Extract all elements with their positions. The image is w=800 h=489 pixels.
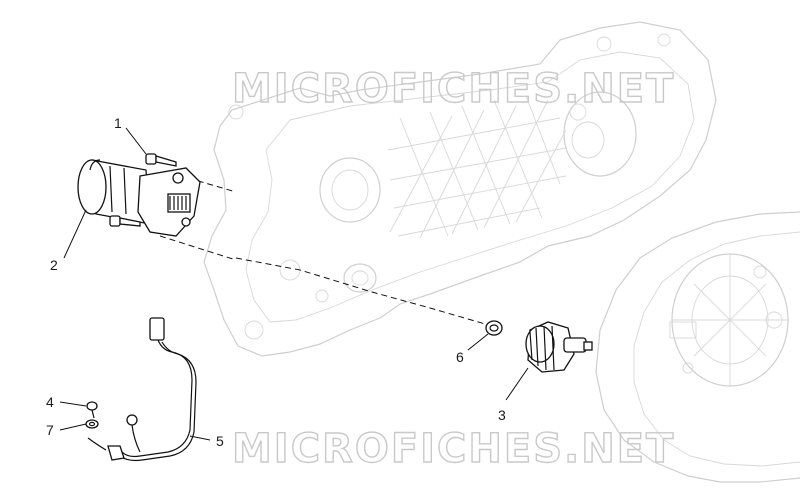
callout-4: 4	[46, 394, 54, 410]
assembly-lines	[159, 177, 493, 327]
washer	[85, 419, 99, 429]
callout-7: 7	[46, 422, 54, 438]
screw	[86, 401, 98, 419]
starter-motor	[77, 159, 201, 237]
callout-1: 1	[114, 115, 122, 131]
watermark-top: MICROFICHES.NET	[232, 66, 675, 112]
side-cover-ghost	[595, 211, 800, 483]
starter-drive-bendix	[525, 321, 593, 373]
watermark-bottom: MICROFICHES.NET	[232, 426, 675, 472]
callout-6: 6	[456, 349, 464, 365]
bolt-lower	[109, 215, 141, 227]
cable-harness	[87, 317, 197, 462]
callout-5: 5	[216, 433, 224, 449]
leader-lines	[59, 127, 529, 441]
callout-3: 3	[498, 407, 506, 423]
crankcase-ghost	[203, 21, 717, 357]
callout-2: 2	[50, 257, 58, 273]
bolt	[145, 153, 177, 167]
bushing	[485, 320, 503, 336]
crankcase-ribs-ghost	[387, 95, 567, 239]
